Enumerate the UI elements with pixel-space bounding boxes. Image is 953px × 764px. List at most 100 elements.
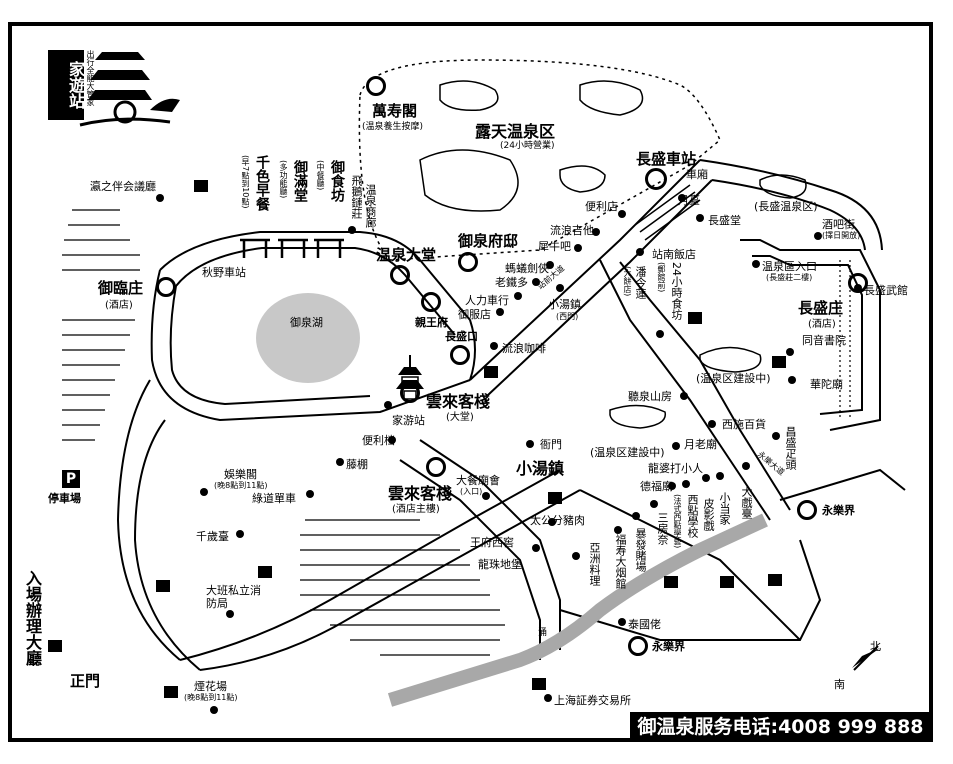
poi-yanhua: 煙花場 [194,680,227,693]
marker-yulinzhuang[interactable] [156,277,176,297]
poi-taiguolao: 泰國佬 [628,618,661,631]
poi-liulang-kafei: 流浪咖啡 [502,342,546,355]
poi-xiaotang-west: (西門) [556,312,579,321]
poi-shipin24: 24小時食坊 [670,262,683,320]
poi-yule-sub: (晚8點到11點) [214,481,268,490]
poi-longpo: 龍婆打小人 [648,462,703,475]
poi-yanpeng: 藤棚 [346,458,368,471]
poi-mayi: 螞蟻劍俠 [505,262,549,275]
label-yonglejie: 永樂界 [822,504,855,517]
river [387,513,768,707]
hot-spring-boundary [358,59,721,261]
label-lutian-sub: (24小時營業) [500,141,555,151]
label-xiaotang-town: 小湯鎮 [516,459,565,478]
marker-qinwang[interactable] [421,292,441,312]
lake [256,293,360,383]
poi-huatuo: 華陀廟 [810,378,843,391]
poi-xishi: 西施百貨 [722,418,766,431]
marker-yuquan[interactable] [458,252,478,272]
poi-panjin: 潘今蓮 [634,266,647,299]
ponds [419,80,807,429]
label-changshengzhuang: 長盛庄 [798,299,844,317]
poi-longzhu: 龍珠地堡 [478,558,522,571]
poi-wenquan-shang: 温泉商廊 [364,184,377,228]
label-yunlai-hall: 雲來客棧 [426,392,491,411]
poi-yingzhi: 瀛之伴会議廳 [90,180,156,193]
marker-yonglejie2[interactable] [628,636,648,656]
parking-icon[interactable]: P [62,470,80,488]
poi-dagu: 大戲臺 [740,486,753,519]
marker-yonglejie[interactable] [797,500,817,520]
poi-wuguan: 長盛武館 [864,284,908,297]
label-qianse-sub: (早7點到10點) [241,155,250,209]
label-lutian: 露天温泉区 [475,122,556,141]
poi-xidian: 西點學校 [686,494,699,538]
marker-station[interactable] [645,168,667,190]
poi-fushou: 福寿大烟館 [614,534,627,589]
label-qianse: 千色早餐 [254,155,270,211]
marker-wanshou[interactable] [366,76,386,96]
label-station: 長盛車站 [636,150,697,168]
logo: 家遊站 [48,50,85,120]
marker-yunlai-hall[interactable] [400,383,420,403]
poi-shipin24-sub: (郵館前) [657,262,666,293]
poi-baofa: 暴發賭場 [634,528,647,572]
poi-yuetai: 月臺 [678,194,700,207]
label-yunlai-hall-sub: (大堂) [446,412,474,423]
marker-wenquan-hall[interactable] [390,265,410,285]
compass-south: 南 [834,678,845,691]
label-wenquan-hall: 温泉大堂 [376,246,437,264]
label-yushi: 御食坊 [329,160,345,202]
poi-xiaodang: 小当家 [718,492,731,525]
poi-jiayou: 家游站 [392,414,425,427]
poi-lake: 御泉湖 [290,316,323,329]
poi-dacan-sub: (入口) [460,487,483,496]
marker-changsheng-kou[interactable] [450,345,470,365]
poi-taigong: 太公分豬肉 [530,514,585,527]
poi-laotie: 老鐵多 [495,276,528,289]
poi-yazhou: 亞洲料理 [588,542,601,586]
label-changsheng-kou: 長盛口 [445,330,478,343]
poi-river: 涌 [538,628,548,638]
poi-renli: 人力車行 [465,294,509,307]
marker-yunlai-main[interactable] [426,457,446,477]
poi-jiuba-sub: (擇日開放) [822,231,861,240]
poi-shanghai: 上海証券交易所 [554,694,631,707]
poi-gate: 正門 [70,672,101,690]
gates [240,238,344,258]
poi-yule: 娛樂閣 [224,468,257,481]
poi-xiaotang-zhen: 小湯鎮 [548,298,581,311]
poi-xidian-sub: (法式西點學藝) [673,494,682,549]
poi-jianshe2: (温泉区建設中) [590,446,665,459]
poi-dacan: 大餐廟會 [456,474,500,487]
poi-jiuba: 酒吧街 [822,218,855,231]
poi-bianli2: 便利档 [362,434,395,447]
poi-dabanlian: 大班私立消防局 [206,584,261,610]
poi-yanhua-sub: (晚8點到11點) [184,693,238,702]
poi-qiansui: 千歲臺 [196,530,229,543]
label-qinwang: 親王府 [415,316,448,329]
label-yulinzhuang-sub: (酒店) [105,300,133,311]
label-wanshou: 萬寿閣 [372,102,418,120]
label-changshengzhuang-sub: (酒店) [808,319,836,330]
poi-feie: 飛鵝鏈莊 [350,175,363,219]
map-frame [8,22,933,742]
compass-north: 北 [870,640,881,653]
roads [116,159,906,671]
poi-parking: 停車場 [48,492,81,505]
phone-banner: 御温泉服务电话:4008 999 888 [630,712,931,742]
poi-xiniuba: 犀牛吧 [538,240,571,253]
label-yuquan: 御泉府邸 [458,232,519,250]
poi-yufu: 御服店 [458,308,491,321]
poi-zhannan: 站南飯店 [652,248,696,261]
poi-entry: 入場辦理大廳 [23,570,42,666]
poi-changsheng-tang: 長盛堂 [708,214,741,227]
logo-tagline: 出行全能大管家 [86,50,95,106]
poi-yamen: 衙門 [540,438,562,451]
poi-liulang-ji: 流浪吉他 [550,224,594,237]
label-yushi-sub: (中餐廳) [316,160,325,191]
label-yuman-sub: (多功能廳) [279,160,288,199]
poi-sanfang: 三房奈 [656,512,669,545]
